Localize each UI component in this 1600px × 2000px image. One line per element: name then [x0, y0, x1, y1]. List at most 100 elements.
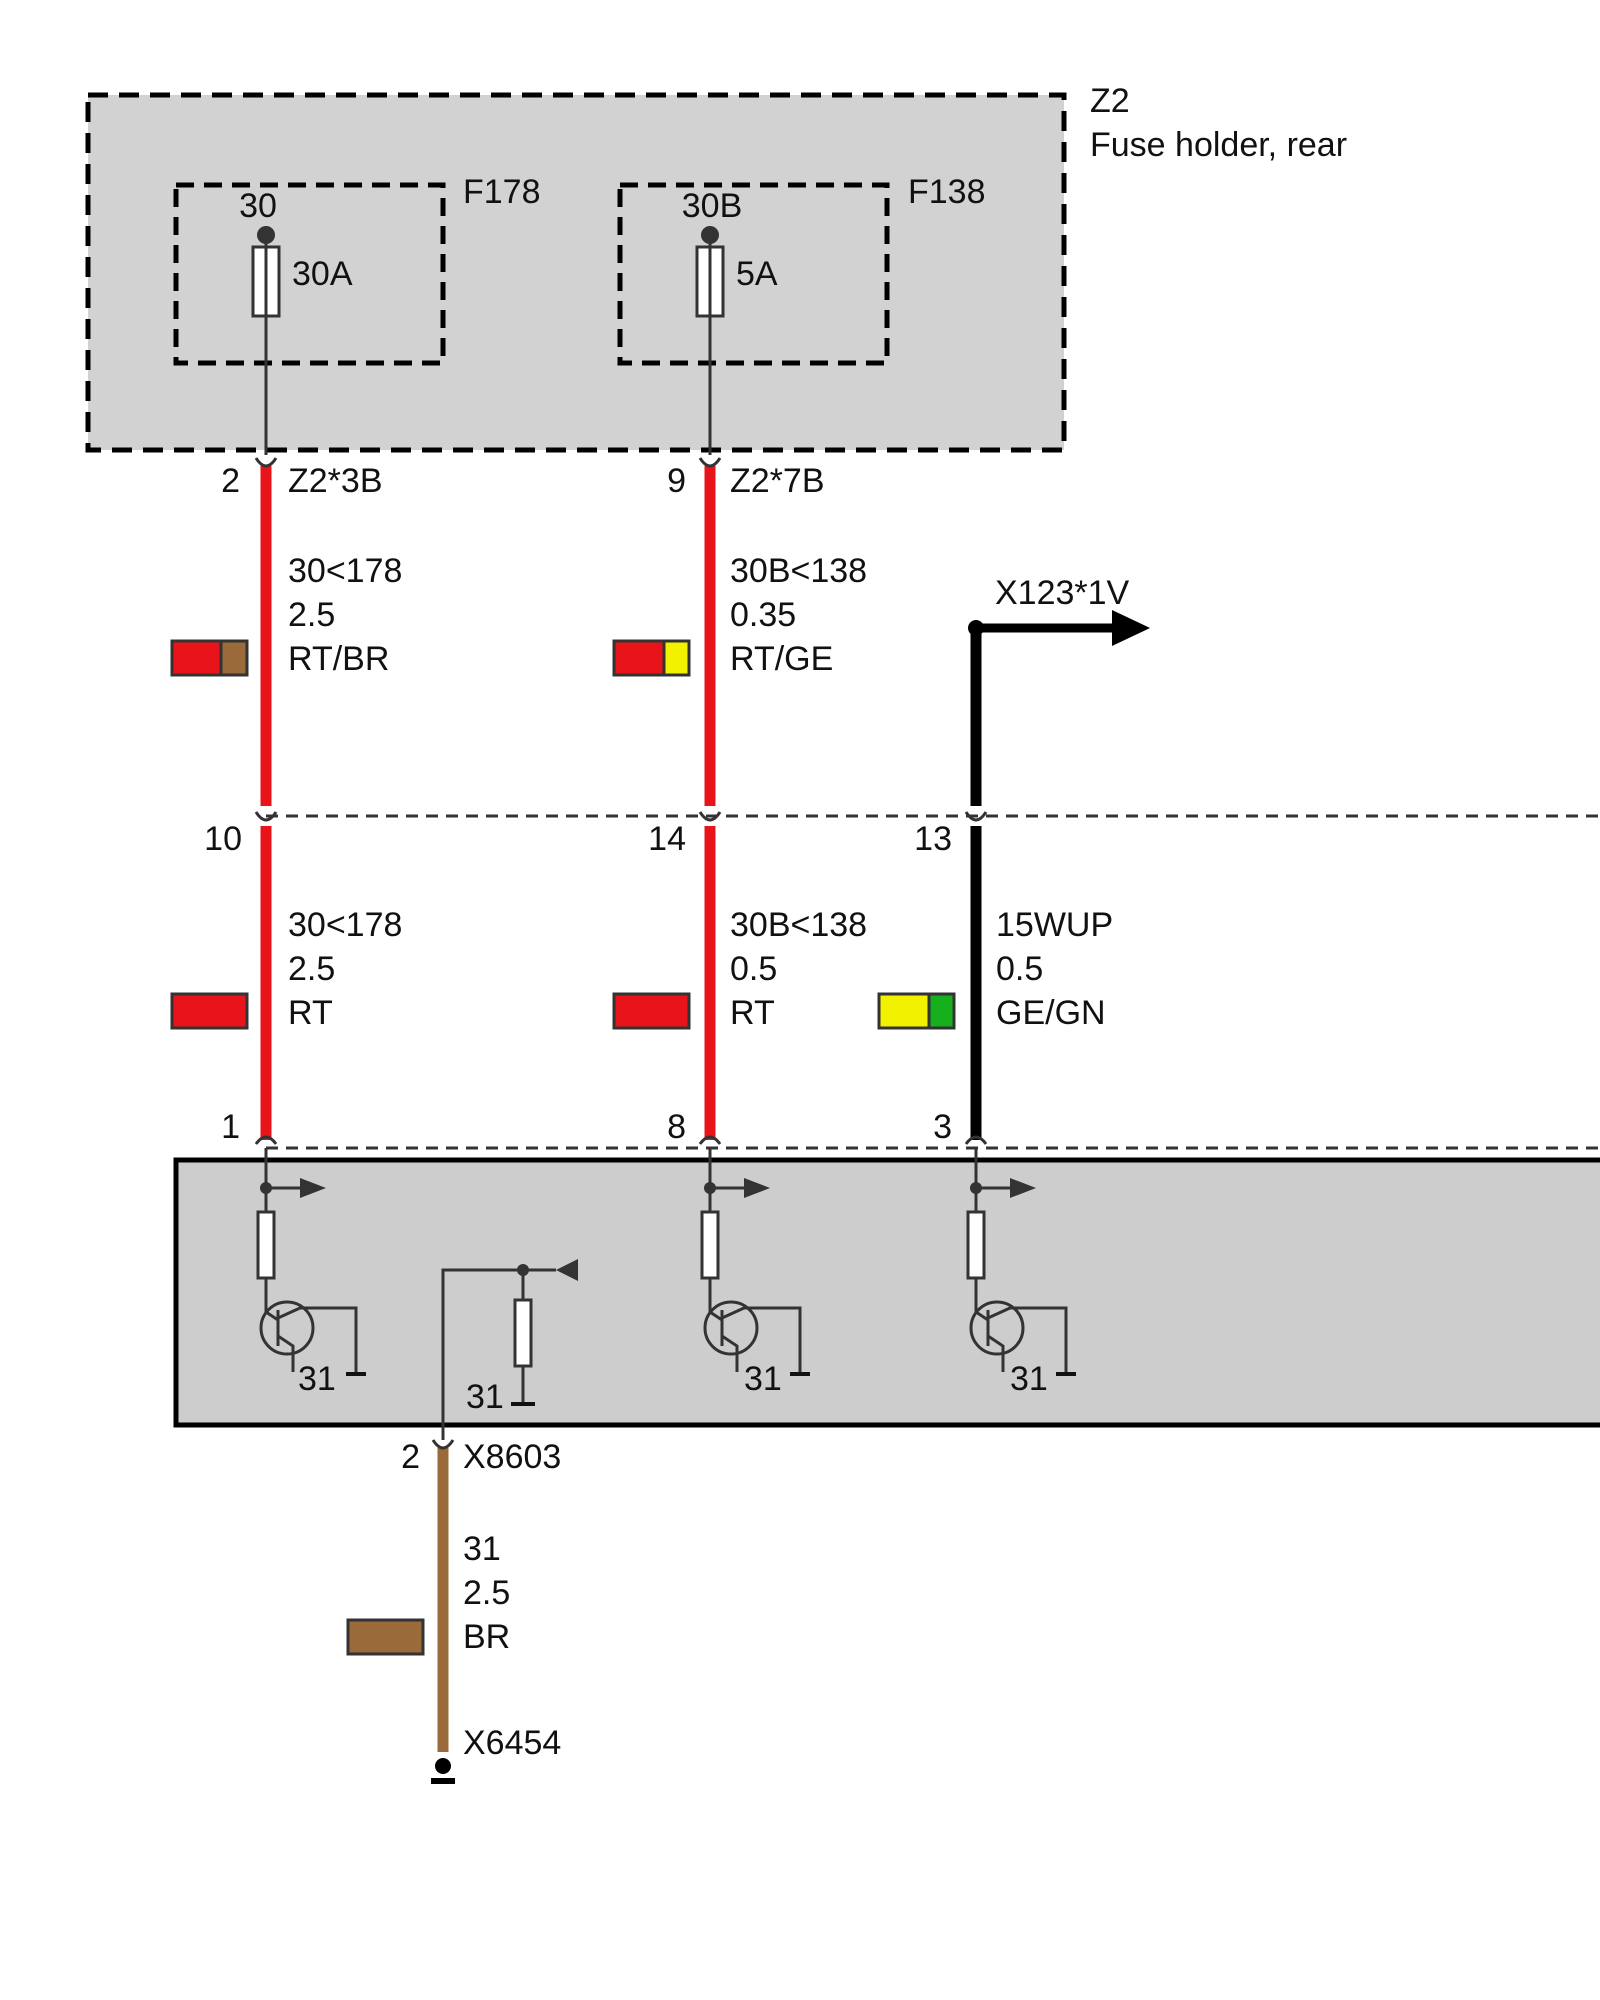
- ground-input-stage: 31: [441, 1259, 578, 1440]
- mid-pin-13: 13: [914, 820, 952, 858]
- wire-signal: 30B<138: [730, 906, 867, 944]
- transistor-icon: [703, 1300, 759, 1356]
- resistor-icon: [700, 1210, 720, 1280]
- fuse-holder-z2: Z2 Fuse holder, rear F178 30 30A F138 30…: [85, 82, 1347, 455]
- input-arrow-icon: [556, 1259, 578, 1281]
- ground-label: 31: [298, 1360, 336, 1398]
- z2-right-name: Z2*7B: [730, 462, 825, 500]
- x8603-name: X8603: [463, 1438, 561, 1476]
- wire-swatch-part: [170, 992, 249, 1030]
- sense-arrow-icon: [300, 1178, 326, 1198]
- connector-cup-3: [964, 1135, 988, 1145]
- z2-right-pin: 9: [667, 462, 686, 500]
- fuse-f178-rating: 30A: [292, 255, 353, 293]
- z2-left-pin: 2: [221, 462, 240, 500]
- module-pin-8: 8: [667, 1108, 686, 1146]
- branch-label: X123*1V: [995, 574, 1130, 612]
- connector-cup-8: [698, 1135, 722, 1145]
- wire-signal: 15WUP: [996, 906, 1113, 944]
- transistor-leads: [709, 1306, 802, 1372]
- resistor-icon: [966, 1210, 986, 1280]
- ground-point-x6454: X6454: [431, 1724, 561, 1784]
- stage-wire: [441, 1268, 525, 1440]
- wire-color-code: RT: [730, 994, 775, 1032]
- transistor-icon: [969, 1300, 1025, 1356]
- wire-color-code: RT: [288, 994, 333, 1032]
- connector-cup-10: [254, 811, 278, 822]
- wire-signal: 31: [463, 1530, 501, 1568]
- wire-swatch-part: [877, 992, 931, 1030]
- wire-size: 2.5: [288, 596, 335, 634]
- resistor-icon: [513, 1298, 533, 1368]
- fuse-f138-id: F138: [908, 173, 986, 211]
- wire-swatch-part: [612, 992, 691, 1030]
- output-stage-3: 31: [966, 1148, 1076, 1398]
- connector-cup-x8603: [431, 1439, 455, 1450]
- wire-label-ground: 31 2.5 BR: [346, 1530, 510, 1656]
- ground-point-bar: [431, 1778, 455, 1784]
- wire-size: 2.5: [463, 1574, 510, 1612]
- connector-cup-13: [964, 811, 988, 822]
- connector-cup-z2-right: [698, 457, 722, 468]
- wire-swatch-part: [346, 1618, 425, 1656]
- wire-size: 0.5: [730, 950, 777, 988]
- module-pin-3: 3: [933, 1108, 952, 1146]
- wire-swatch-part: [170, 639, 223, 677]
- wire-size: 0.35: [730, 596, 796, 634]
- fuse-f178-terminal: 30: [239, 187, 277, 225]
- transistor-leads: [975, 1306, 1068, 1372]
- wire-label-upper-left: 30<178 2.5 RT/BR: [170, 552, 402, 678]
- wire-swatch-part: [612, 639, 666, 677]
- wire-label-upper-right: 30B<138 0.35 RT/GE: [612, 552, 867, 678]
- resistor-icon: [256, 1210, 276, 1280]
- wire-label-lower-right: 15WUP 0.5 GE/GN: [877, 906, 1113, 1032]
- module-pin-1: 1: [221, 1108, 240, 1146]
- fuse-f138-box: [617, 182, 890, 366]
- ground-point-dot: [435, 1758, 451, 1774]
- fuse-f178-id: F178: [463, 173, 541, 211]
- wire-swatch-part: [219, 639, 249, 677]
- ground-label: 31: [1010, 1360, 1048, 1398]
- transistor-icon: [259, 1300, 315, 1356]
- wire-label-lower-mid: 30B<138 0.5 RT: [612, 906, 867, 1032]
- fuse-holder-name: Fuse holder, rear: [1090, 126, 1347, 164]
- wire-size: 2.5: [288, 950, 335, 988]
- control-module-box: [173, 1157, 1600, 1428]
- x8603-pin: 2: [401, 1438, 420, 1476]
- fuse-f138-terminal: 30B: [682, 187, 743, 225]
- ground-label: 31: [466, 1378, 504, 1416]
- wire-signal: 30B<138: [730, 552, 867, 590]
- wire-color-code: BR: [463, 1618, 510, 1656]
- fuse-f178-box: [173, 182, 446, 366]
- output-stage-2: 31: [700, 1148, 810, 1398]
- z2-left-name: Z2*3B: [288, 462, 383, 500]
- wire-color-code: RT/BR: [288, 640, 389, 678]
- connector-cup-1: [254, 1135, 278, 1145]
- output-stage-1: 31: [256, 1148, 366, 1398]
- ground-point-label: X6454: [463, 1724, 561, 1762]
- wire-signal: 30<178: [288, 552, 402, 590]
- mid-pin-10: 10: [204, 820, 242, 858]
- fuse-f138: F138 30B 5A: [617, 173, 986, 455]
- branch-arrow-icon: [1112, 610, 1150, 646]
- wire-color-code: RT/GE: [730, 640, 833, 678]
- connector-cup-14: [698, 811, 722, 822]
- fuse-f178: F178 30 30A: [173, 173, 541, 455]
- connector-cup-z2-left: [254, 457, 278, 468]
- fuse-f138-rating: 5A: [736, 255, 778, 293]
- sense-arrow-icon: [744, 1178, 770, 1198]
- branch-x123: X123*1V: [968, 574, 1150, 806]
- wire-label-lower-left: 30<178 2.5 RT: [170, 906, 402, 1032]
- mid-pin-14: 14: [648, 820, 686, 858]
- wire-swatch-part: [927, 992, 956, 1030]
- wire-swatch-part: [662, 639, 691, 677]
- fuse-holder-box: [85, 92, 1067, 453]
- transistor-leads: [265, 1306, 358, 1372]
- ground-label: 31: [744, 1360, 782, 1398]
- fuse-holder-id: Z2: [1090, 82, 1130, 120]
- sense-arrow-icon: [1010, 1178, 1036, 1198]
- wire-size: 0.5: [996, 950, 1043, 988]
- wire-signal: 30<178: [288, 906, 402, 944]
- wire-color-code: GE/GN: [996, 994, 1106, 1032]
